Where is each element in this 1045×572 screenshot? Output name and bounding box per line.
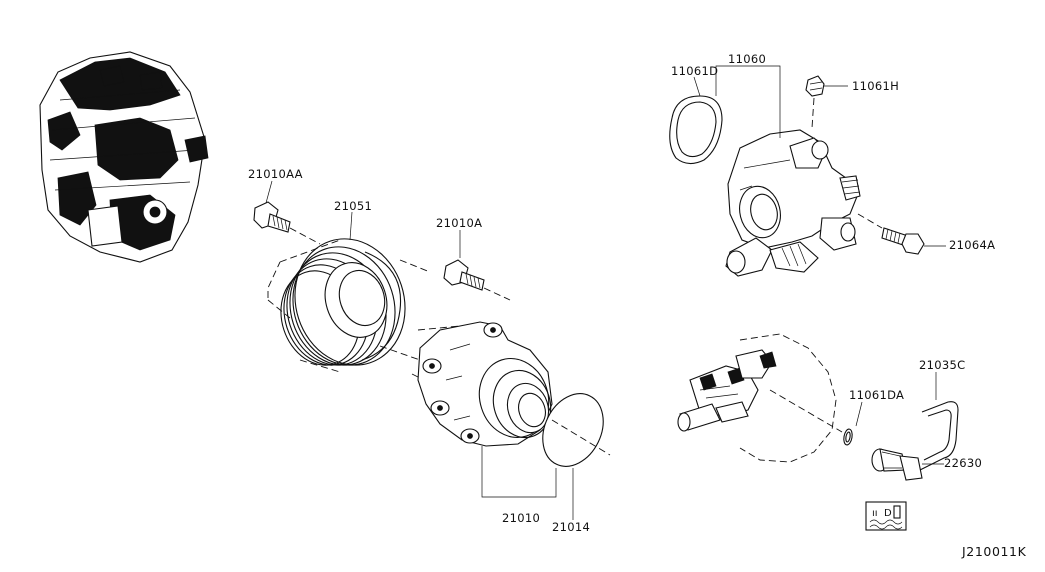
- part-label-11061H[interactable]: 11061H: [852, 79, 900, 93]
- clip-21035C-illustration: [919, 401, 959, 471]
- gasket-21014-illustration: [542, 393, 611, 467]
- leader-lines-pump: [481, 446, 574, 520]
- part-label-11061DA[interactable]: 11061DA: [849, 388, 905, 402]
- part-label-21010A[interactable]: 21010A: [436, 216, 483, 230]
- part-label-21051[interactable]: 21051: [334, 199, 373, 213]
- bolt-21010A-illustration: [443, 259, 511, 301]
- part-label-11060[interactable]: 11060: [728, 52, 767, 66]
- part-label-21014[interactable]: 21014: [552, 520, 591, 534]
- svg-text:D: D: [884, 508, 892, 519]
- pulley-21051-illustration: [267, 238, 431, 373]
- thermostat-housing-11060-illustration: [725, 129, 861, 277]
- diagram-code: J210011K: [962, 544, 1027, 559]
- svg-text:ıı: ıı: [872, 508, 878, 519]
- o-ring-11061DA-illustration: [843, 428, 853, 446]
- part-label-21064A[interactable]: 21064A: [949, 238, 996, 252]
- bolt-21064A-illustration: [857, 213, 925, 255]
- housing-reference-illustration: [677, 333, 843, 463]
- part-label-22630[interactable]: 22630: [944, 456, 983, 470]
- engine-assembly-illustration: [39, 51, 209, 263]
- part-label-21010AA[interactable]: 21010AA: [248, 167, 303, 181]
- coolant-temperature-symbol: ıı D: [865, 501, 907, 531]
- water-pump-21010-illustration: [411, 321, 553, 447]
- part-label-21010[interactable]: 21010: [502, 511, 541, 525]
- label-leader-lines: [265, 65, 946, 465]
- bolt-21010AA-illustration: [253, 201, 321, 245]
- part-label-21035C[interactable]: 21035C: [919, 358, 966, 372]
- gasket-11061D-illustration: [669, 95, 723, 165]
- sensor-22630-illustration: [871, 448, 923, 481]
- bolt-11061H-illustration: [805, 75, 825, 129]
- part-label-11061D[interactable]: 11061D: [671, 64, 719, 78]
